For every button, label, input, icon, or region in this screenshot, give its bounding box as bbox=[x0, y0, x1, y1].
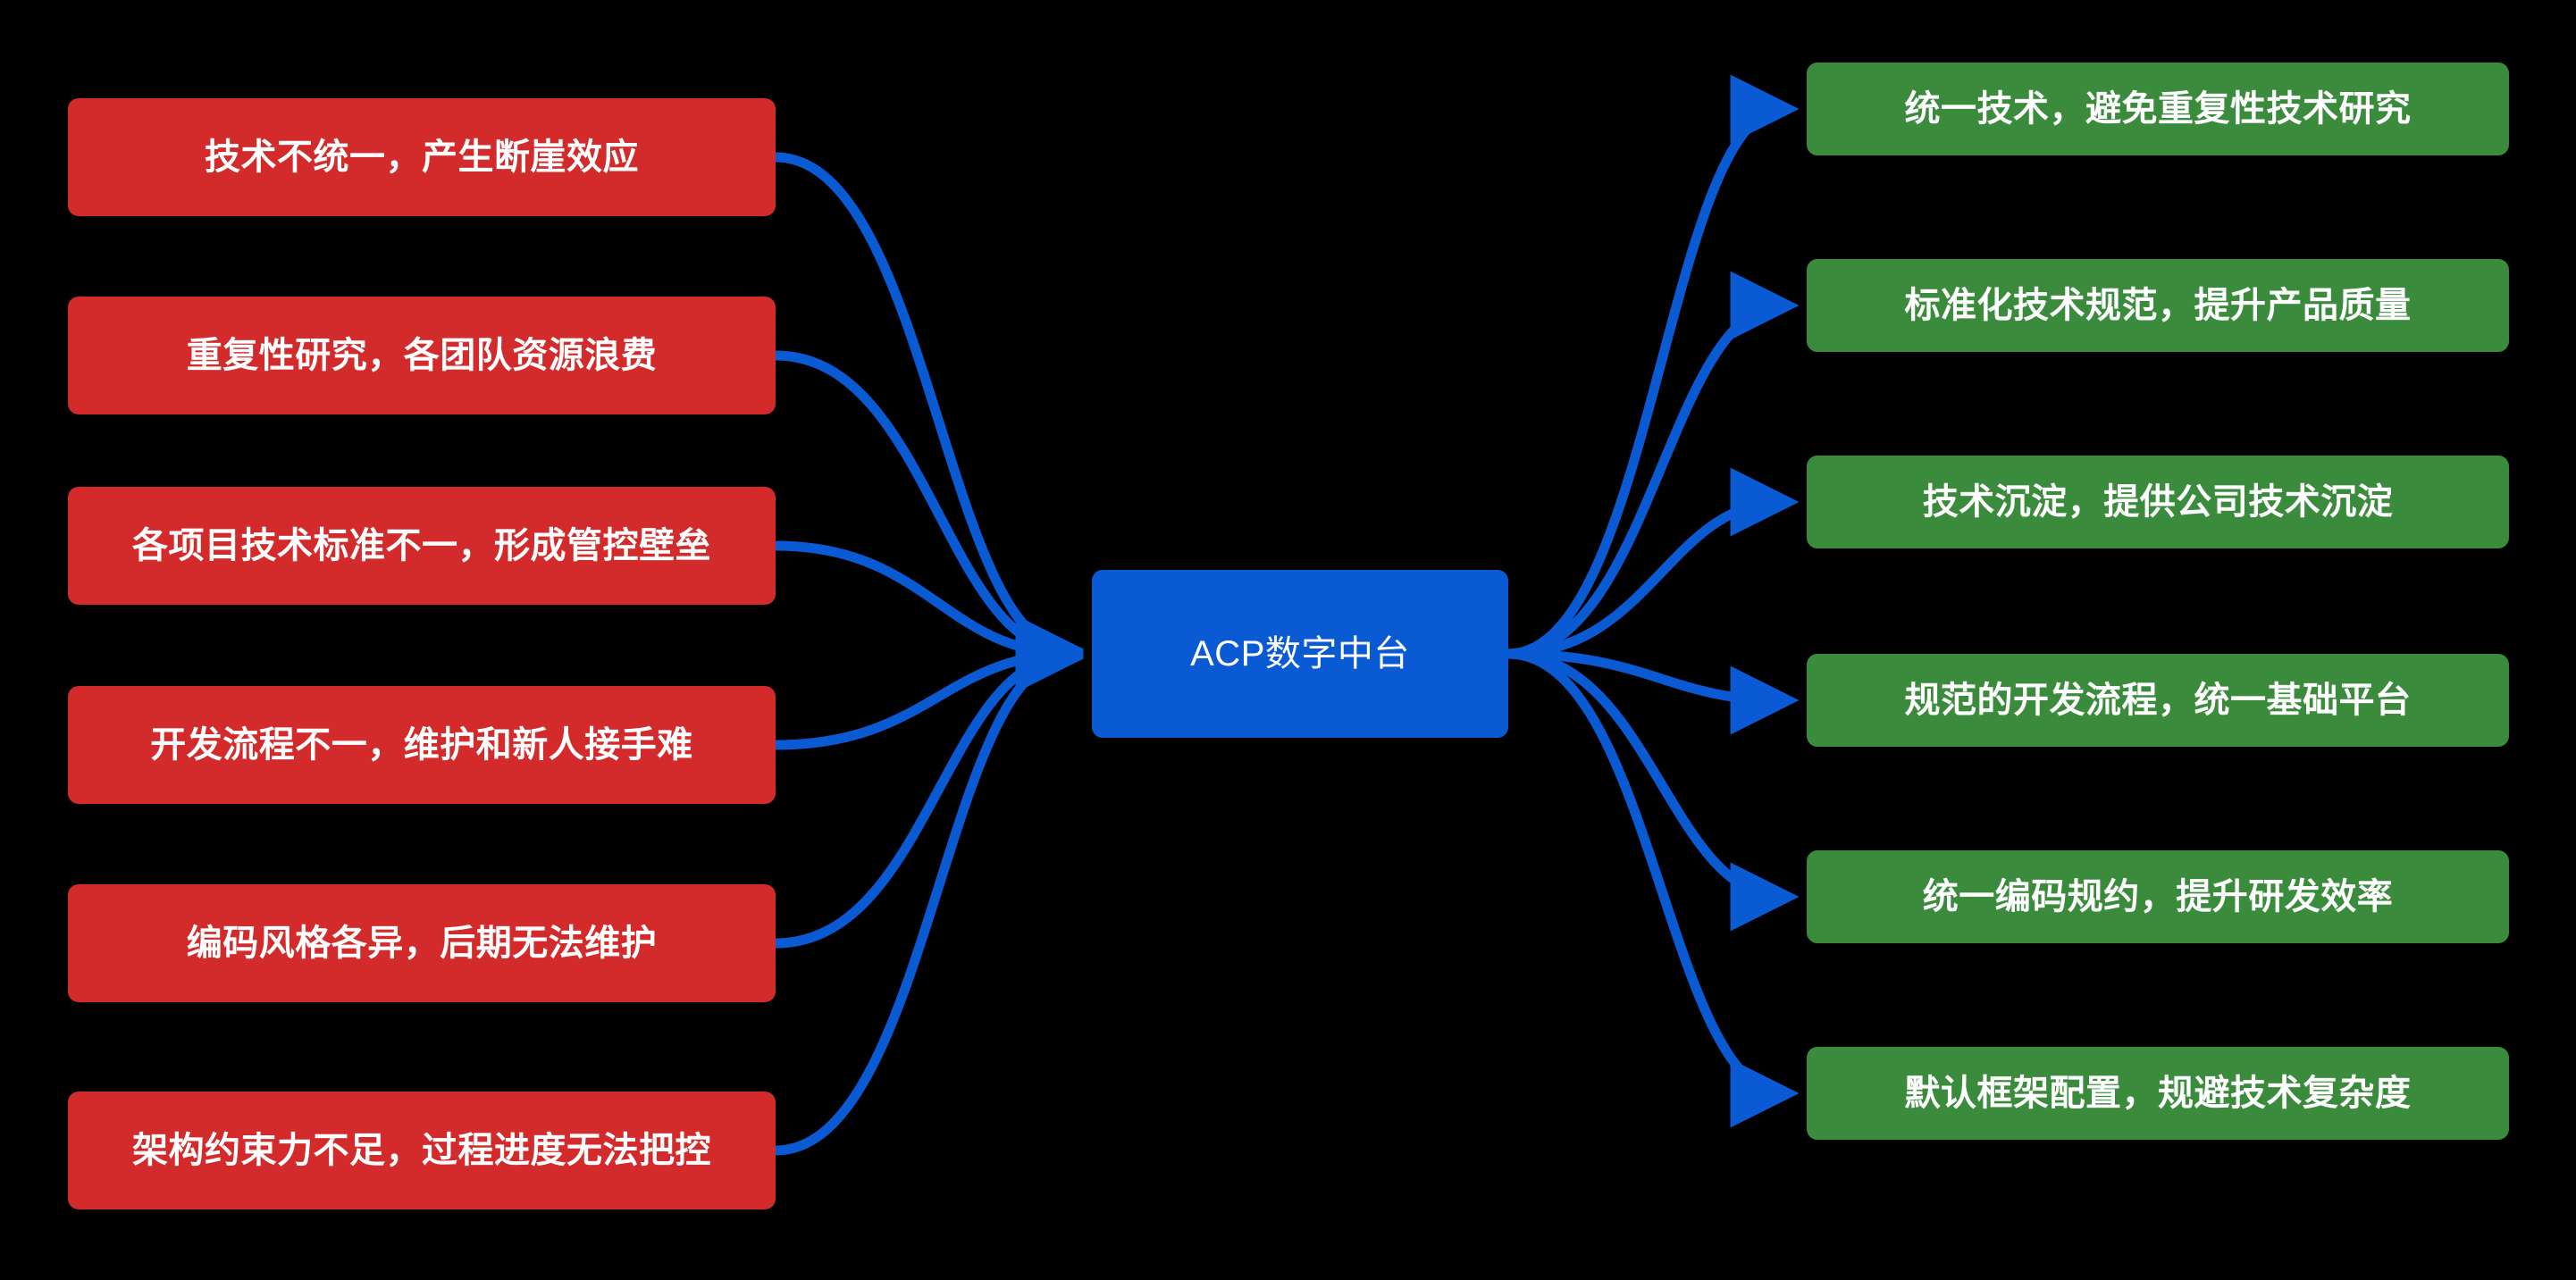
benefit-node-6-label: 默认框架配置，规避技术复杂度 bbox=[1904, 1074, 2412, 1113]
edge-center-to-benefit-3 bbox=[1503, 467, 1800, 659]
edge-problem-5-to-center bbox=[770, 622, 1085, 949]
edge-center-to-benefit-1 bbox=[1503, 74, 1800, 659]
benefit-node-5-label: 统一编码规约，提升研发效率 bbox=[1922, 877, 2394, 916]
benefit-node-3[interactable]: 技术沉淀，提供公司技术沉淀 bbox=[1807, 456, 2509, 548]
benefit-node-6[interactable]: 默认框架配置，规避技术复杂度 bbox=[1807, 1047, 2509, 1140]
problem-node-6-label: 架构约束力不足，过程进度无法把控 bbox=[132, 1131, 711, 1170]
edge-problem-1-to-center bbox=[770, 152, 1085, 684]
problem-node-2-label: 重复性研究，各团队资源浪费 bbox=[186, 336, 658, 375]
problem-node-6[interactable]: 架构约束力不足，过程进度无法把控 bbox=[68, 1092, 776, 1209]
benefit-node-1-label: 统一技术，避免重复性技术研究 bbox=[1904, 89, 2412, 129]
problem-node-3[interactable]: 各项目技术标准不一，形成管控壁垒 bbox=[68, 487, 776, 605]
benefit-node-4[interactable]: 规范的开发流程，统一基础平台 bbox=[1807, 654, 2509, 747]
edge-center-to-benefit-2 bbox=[1503, 271, 1800, 659]
benefit-node-4-label: 规范的开发流程，统一基础平台 bbox=[1904, 681, 2412, 720]
edge-problem-4-to-center bbox=[770, 620, 1085, 750]
edge-center-to-benefit-6 bbox=[1503, 648, 1800, 1128]
problem-node-4[interactable]: 开发流程不一，维护和新人接手难 bbox=[68, 686, 776, 804]
edge-problem-2-to-center bbox=[770, 350, 1085, 686]
benefit-node-2[interactable]: 标准化技术规范，提升产品质量 bbox=[1807, 259, 2509, 352]
edge-problem-6-to-center bbox=[770, 623, 1085, 1156]
problem-node-4-label: 开发流程不一，维护和新人接手难 bbox=[150, 725, 693, 765]
edges-problems-to-center bbox=[770, 152, 1085, 1156]
edge-center-to-benefit-5 bbox=[1503, 648, 1800, 932]
edge-problem-3-to-center bbox=[770, 540, 1085, 688]
benefit-node-5[interactable]: 统一编码规约，提升研发效率 bbox=[1807, 850, 2509, 943]
problem-node-1[interactable]: 技术不统一，产生断崖效应 bbox=[68, 98, 776, 216]
problem-node-1-label: 技术不统一，产生断崖效应 bbox=[205, 138, 639, 177]
problem-node-2[interactable]: 重复性研究，各团队资源浪费 bbox=[68, 297, 776, 414]
edge-center-to-benefit-4 bbox=[1503, 648, 1800, 735]
problem-node-3-label: 各项目技术标准不一，形成管控壁垒 bbox=[132, 526, 711, 565]
edges-center-to-benefits bbox=[1503, 74, 1800, 1128]
benefit-node-2-label: 标准化技术规范，提升产品质量 bbox=[1904, 286, 2412, 325]
problem-node-5[interactable]: 编码风格各异，后期无法维护 bbox=[68, 884, 776, 1002]
center-node-label: ACP数字中台 bbox=[1190, 634, 1410, 673]
benefit-node-1[interactable]: 统一技术，避免重复性技术研究 bbox=[1807, 63, 2509, 155]
problem-node-5-label: 编码风格各异，后期无法维护 bbox=[186, 924, 658, 963]
benefit-node-3-label: 技术沉淀，提供公司技术沉淀 bbox=[1922, 482, 2394, 522]
center-node[interactable]: ACP数字中台 bbox=[1092, 570, 1508, 738]
